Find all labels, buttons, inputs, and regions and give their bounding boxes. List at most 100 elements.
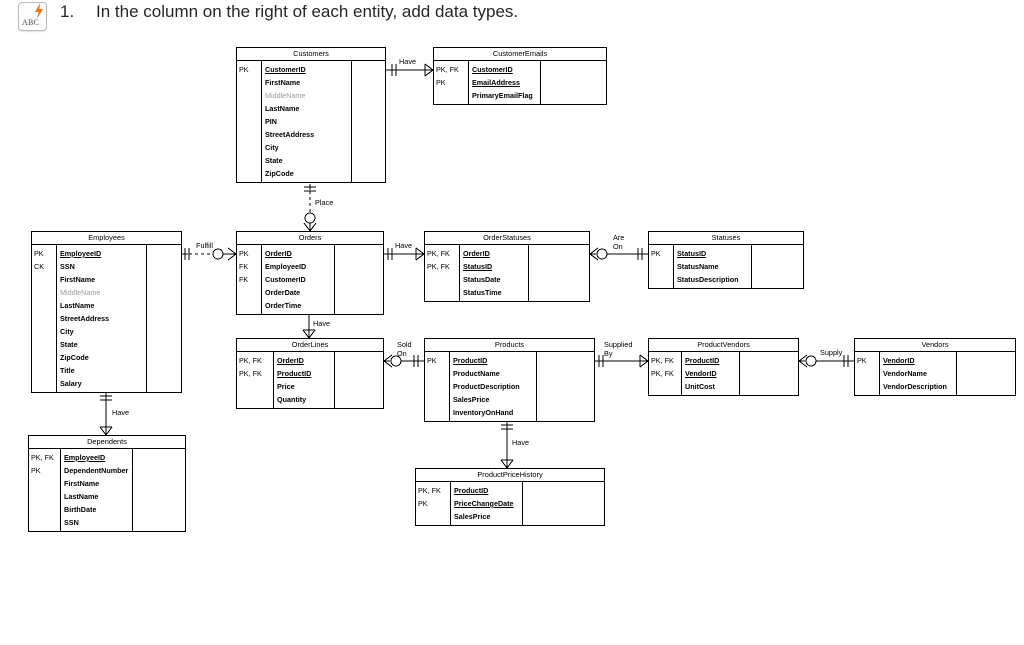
datatype-cell[interactable] — [352, 165, 385, 178]
datatype-column-orderstatuses[interactable] — [529, 245, 589, 301]
datatype-cell[interactable] — [133, 475, 185, 488]
attribute-cell: OrderID — [265, 247, 334, 260]
entity-title-productvendors: ProductVendors — [649, 339, 798, 352]
key-cell: CK — [34, 261, 44, 271]
datatype-cell[interactable] — [147, 349, 181, 362]
attribute-cell: SalesPrice — [454, 510, 522, 523]
datatype-cell[interactable] — [352, 100, 385, 113]
datatype-cell[interactable] — [335, 352, 383, 365]
attribute-cell: CustomerID — [472, 63, 540, 76]
datatype-column-statuses[interactable] — [752, 245, 803, 288]
datatype-cell[interactable] — [335, 391, 383, 404]
datatype-cell[interactable] — [147, 336, 181, 349]
datatype-cell[interactable] — [529, 271, 589, 284]
datatype-cell[interactable] — [740, 352, 798, 365]
datatype-cell[interactable] — [957, 378, 1015, 391]
datatype-cell[interactable] — [133, 501, 185, 514]
key-column-vendors: PK — [855, 352, 880, 395]
datatype-cell[interactable] — [335, 271, 383, 284]
datatype-cell[interactable] — [147, 375, 181, 388]
datatype-cell[interactable] — [335, 297, 383, 310]
datatype-cell[interactable] — [147, 323, 181, 336]
attribute-cell: MiddleName — [60, 286, 146, 299]
datatype-cell[interactable] — [147, 258, 181, 271]
datatype-cell[interactable] — [740, 365, 798, 378]
datatype-cell[interactable] — [335, 284, 383, 297]
datatype-cell[interactable] — [529, 258, 589, 271]
datatype-cell[interactable] — [352, 126, 385, 139]
datatype-cell[interactable] — [957, 365, 1015, 378]
attribute-name: SalesPrice — [453, 394, 490, 404]
attribute-cell: ProductID — [685, 354, 739, 367]
datatype-cell[interactable] — [740, 378, 798, 391]
datatype-cell[interactable] — [147, 297, 181, 310]
datatype-cell[interactable] — [335, 378, 383, 391]
datatype-cell[interactable] — [752, 245, 803, 258]
datatype-cell[interactable] — [752, 271, 803, 284]
datatype-column-orders[interactable] — [335, 245, 383, 314]
datatype-column-customeremails[interactable] — [541, 61, 606, 104]
datatype-cell[interactable] — [147, 284, 181, 297]
datatype-cell[interactable] — [352, 152, 385, 165]
relationship-label-customers-customeremails: Have — [399, 57, 417, 66]
datatype-cell[interactable] — [957, 352, 1015, 365]
datatype-cell[interactable] — [529, 245, 589, 258]
datatype-cell[interactable] — [147, 362, 181, 375]
datatype-cell[interactable] — [335, 365, 383, 378]
key-cell — [427, 273, 459, 286]
relationship-label-employees-dependents: Have — [112, 408, 130, 417]
datatype-cell[interactable] — [529, 284, 589, 297]
datatype-cell[interactable] — [352, 139, 385, 152]
datatype-column-productpricehistory[interactable] — [523, 482, 604, 525]
datatype-cell[interactable] — [147, 310, 181, 323]
datatype-cell[interactable] — [352, 87, 385, 100]
datatype-column-productvendors[interactable] — [740, 352, 798, 395]
datatype-cell[interactable] — [335, 245, 383, 258]
datatype-cell[interactable] — [537, 378, 594, 391]
datatype-column-vendors[interactable] — [957, 352, 1015, 395]
datatype-column-dependents[interactable] — [133, 449, 185, 531]
datatype-cell[interactable] — [352, 74, 385, 87]
datatype-cell[interactable] — [147, 271, 181, 284]
datatype-cell[interactable] — [133, 488, 185, 501]
datatype-cell[interactable] — [523, 482, 604, 495]
datatype-column-employees[interactable] — [147, 245, 181, 392]
datatype-cell[interactable] — [133, 514, 185, 527]
datatype-cell[interactable] — [133, 449, 185, 462]
datatype-cell[interactable] — [352, 113, 385, 126]
attribute-cell: VendorName — [883, 367, 956, 380]
datatype-cell[interactable] — [537, 365, 594, 378]
datatype-cell[interactable] — [752, 258, 803, 271]
datatype-cell[interactable] — [541, 61, 606, 74]
datatype-column-customers[interactable] — [352, 61, 385, 182]
datatype-cell[interactable] — [541, 87, 606, 100]
datatype-cell[interactable] — [541, 74, 606, 87]
key-cell — [239, 128, 261, 141]
datatype-cell[interactable] — [523, 495, 604, 508]
key-cell: PK — [651, 248, 661, 258]
datatype-cell[interactable] — [537, 352, 594, 365]
datatype-cell[interactable] — [537, 404, 594, 417]
datatype-column-products[interactable] — [537, 352, 594, 421]
datatype-cell[interactable] — [133, 462, 185, 475]
datatype-column-orderlines[interactable] — [335, 352, 383, 408]
attribute-cell: PIN — [265, 115, 351, 128]
attribute-name: SalesPrice — [454, 511, 491, 521]
datatype-cell[interactable] — [335, 258, 383, 271]
datatype-cell[interactable] — [537, 391, 594, 404]
datatype-cell[interactable] — [352, 61, 385, 74]
datatype-cell[interactable] — [147, 245, 181, 258]
datatype-cell[interactable] — [523, 508, 604, 521]
